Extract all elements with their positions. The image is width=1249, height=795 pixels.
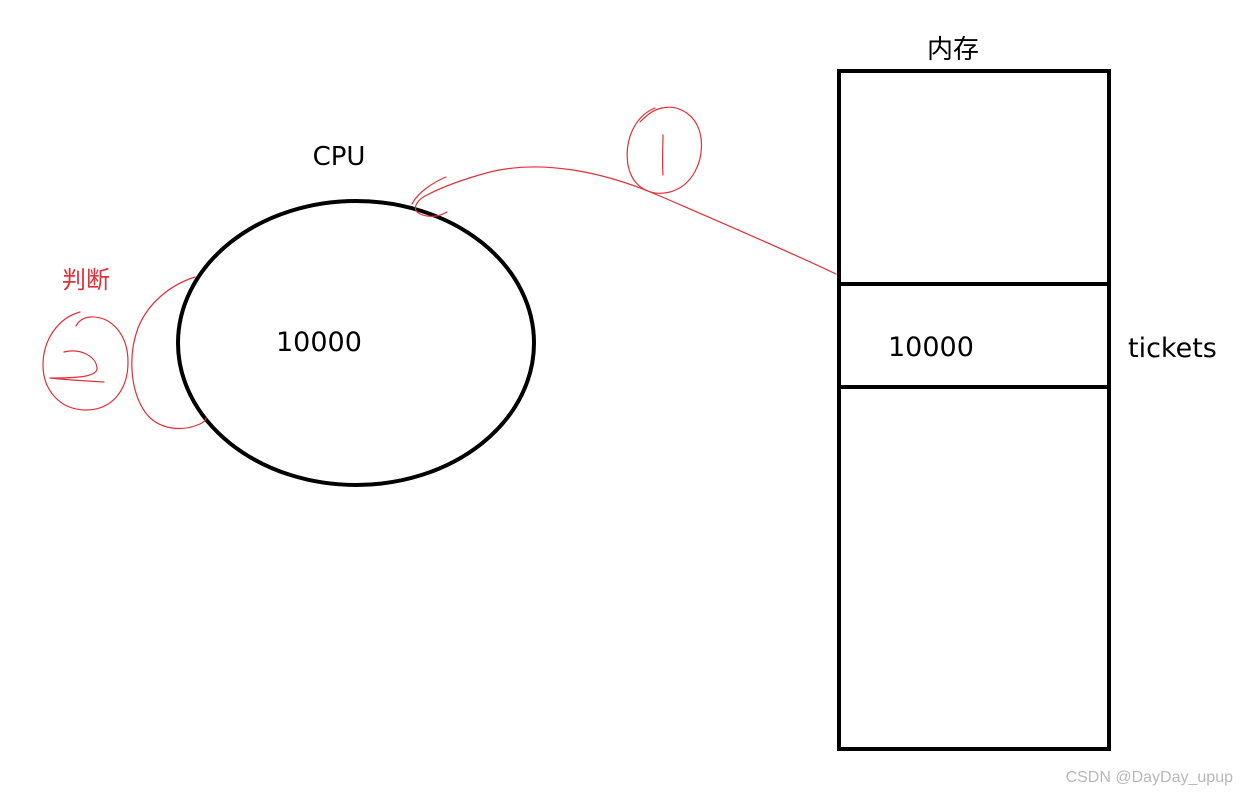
memory-cell-value: 10000 <box>888 332 974 363</box>
cpu-value: 10000 <box>276 327 362 358</box>
judge-bracket <box>131 276 207 430</box>
memory-title: 内存 <box>927 35 979 65</box>
variable-name-label: tickets <box>1128 333 1217 364</box>
step-1-circle <box>626 106 703 194</box>
cpu-title: CPU <box>313 142 366 172</box>
load-arrow-hook <box>411 176 447 205</box>
step-2-circle <box>42 311 129 411</box>
step-2-label: 判断 <box>62 266 110 294</box>
cpu-ellipse <box>176 199 536 487</box>
watermark: CSDN @DayDay_upup <box>1066 769 1234 786</box>
load-arrow-curve <box>414 166 837 275</box>
cpu-unit: CPU 10000 <box>176 142 536 487</box>
memory-outline <box>837 69 1111 751</box>
memory-block: 内存 10000 tickets <box>837 35 1217 751</box>
handwritten-annotations: 判断 <box>42 106 837 430</box>
step-2-digit <box>49 350 105 383</box>
